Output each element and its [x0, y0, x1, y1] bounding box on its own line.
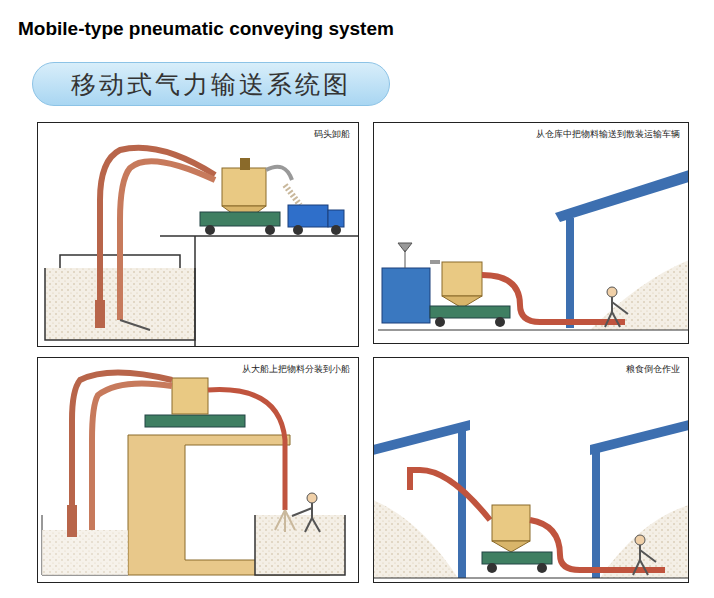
granary-scene [373, 420, 689, 578]
scene-panel: 从仓库中把物料输送到散装运输车辆 [373, 122, 689, 344]
scene-panel: 从大船上把物料分装到小船 [37, 357, 359, 583]
heading: Mobile-type pneumatic conveying system [18, 18, 394, 40]
dock-scene [45, 148, 359, 347]
title-banner: 移动式气力输送系统图 [32, 62, 390, 106]
scene-panel: 粮食倒仓作业 [373, 357, 689, 583]
panel-label: 从仓库中把物料输送到散装运输车辆 [536, 128, 680, 141]
panel-label: 从大船上把物料分装到小船 [242, 363, 350, 376]
ship-scene [42, 373, 345, 576]
warehouse-scene [378, 170, 689, 330]
banner-text: 移动式气力输送系统图 [71, 68, 351, 101]
panel-label: 粮食倒仓作业 [626, 363, 680, 376]
scene-panel: 码头卸船 [37, 122, 359, 347]
panel-label: 码头卸船 [314, 128, 350, 141]
